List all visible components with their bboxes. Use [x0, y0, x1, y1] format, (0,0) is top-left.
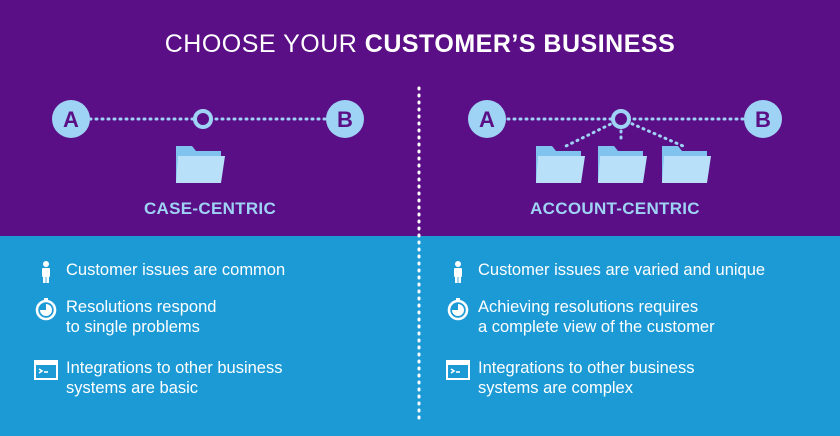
left-node-b-label: B — [337, 107, 353, 132]
left-item-3-line-2: systems are basic — [66, 379, 199, 397]
right-node-a-label: A — [479, 107, 495, 132]
left-item-1-line-1: Customer issues are common — [66, 261, 286, 279]
left-node-b — [326, 100, 364, 138]
right-section-label: ACCOUNT-CENTRIC — [530, 199, 700, 218]
left-item-3-line-1: Integrations to other business — [66, 359, 283, 377]
right-folder-icon-3 — [662, 146, 711, 183]
left-node-a — [52, 100, 90, 138]
right-item-3-line-1: Integrations to other business — [478, 359, 695, 377]
right-hub-node — [611, 109, 631, 129]
right-node-b-label: B — [755, 107, 771, 132]
right-item-2-line-1: Achieving resolutions requires — [478, 298, 699, 316]
left-hub-node — [193, 109, 213, 129]
stopwatch-icon — [447, 298, 469, 321]
person-icon — [42, 261, 50, 283]
left-item-2-line-2: to single problems — [66, 318, 200, 336]
left-node-a-label: A — [63, 107, 79, 132]
stopwatch-icon — [35, 298, 57, 321]
right-node-a — [468, 100, 506, 138]
title-prefix: CHOOSE YOUR — [164, 30, 365, 58]
right-branch-left — [564, 117, 623, 148]
page-title: CHOOSE YOUR CUSTOMER’S BUSINESS — [0, 30, 840, 59]
right-folder-icon-2 — [598, 146, 647, 183]
right-folder-icon-1 — [536, 146, 585, 183]
terminal-window-icon — [34, 360, 58, 380]
right-branch-right — [619, 117, 685, 148]
left-item-2-line-1: Resolutions respond — [66, 298, 217, 316]
title-bold: CUSTOMER’S BUSINESS — [364, 30, 676, 58]
left-section-label: CASE-CENTRIC — [143, 199, 277, 218]
left-folder-icon — [176, 146, 225, 183]
right-node-b — [744, 100, 782, 138]
person-icon — [454, 261, 462, 283]
right-item-1-line-1: Customer issues are varied and unique — [478, 261, 766, 279]
terminal-window-icon — [446, 360, 470, 380]
right-item-2-line-2: a complete view of the customer — [478, 318, 715, 336]
right-item-3-line-2: systems are complex — [478, 379, 633, 397]
